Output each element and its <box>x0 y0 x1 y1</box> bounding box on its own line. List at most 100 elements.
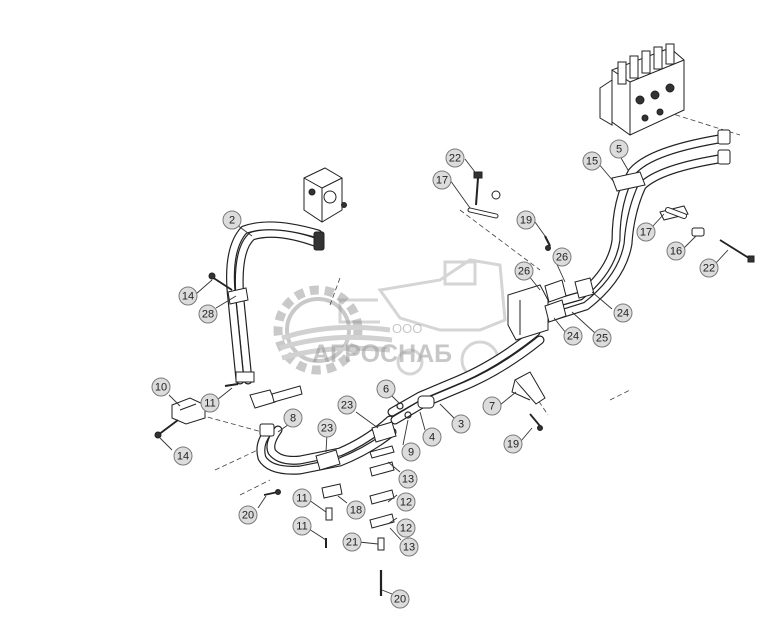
callout-label: 24 <box>617 308 629 320</box>
callout-label: 11 <box>296 521 307 533</box>
callout-22: 22 <box>699 258 719 278</box>
clamps-12-13-stack <box>321 445 395 529</box>
callout-circle <box>613 303 633 323</box>
callout-label: 18 <box>350 505 362 517</box>
assembly-dash-lines <box>199 109 741 496</box>
manifold-block-left <box>507 284 549 341</box>
callout-4: 4 <box>422 427 442 447</box>
callout-circle <box>399 537 419 557</box>
callout-label: 22 <box>703 263 715 275</box>
callout-label: 14 <box>182 291 194 303</box>
callout-circle <box>482 396 502 416</box>
callout-circle <box>317 418 337 438</box>
callout-11: 11 <box>292 488 312 508</box>
callout-circle <box>582 151 602 171</box>
callout-circle <box>396 518 416 538</box>
callout-circle <box>432 170 452 190</box>
callout-circle <box>514 261 534 281</box>
bolt-22-upper <box>473 171 483 206</box>
callout-label: 20 <box>242 510 254 522</box>
callout-6: 6 <box>376 379 396 399</box>
clamp-10 <box>171 397 206 425</box>
bolt-14-lower <box>154 419 179 439</box>
callout-16: 16 <box>666 241 686 261</box>
hose-5 <box>540 129 731 323</box>
pipe-8-assembly <box>256 415 397 475</box>
bolt-11-upper <box>224 383 239 387</box>
bolt-11-lower-b <box>377 537 385 551</box>
clamp-23-lower <box>315 449 341 471</box>
callout-circle <box>337 395 357 415</box>
callout-circle <box>346 500 366 520</box>
callout-label: 17 <box>436 175 448 187</box>
callout-circle <box>238 505 258 525</box>
clamp-11-block <box>249 385 303 409</box>
callout-circle <box>552 247 572 267</box>
callout-14: 14 <box>173 446 193 466</box>
callout-label: 5 <box>616 144 622 156</box>
callout-9: 9 <box>401 442 421 462</box>
callout-circle <box>292 488 312 508</box>
callout-3: 3 <box>451 414 471 434</box>
callout-13: 13 <box>399 537 419 557</box>
callout-label: 12 <box>400 497 412 509</box>
hose-3-4 <box>387 327 545 425</box>
bolt-11-lower-a <box>325 507 333 521</box>
callout-circle <box>342 532 362 552</box>
callout-label: 20 <box>394 594 406 606</box>
callout-2: 2 <box>222 210 242 230</box>
callout-label: 23 <box>341 400 353 412</box>
callout-12: 12 <box>396 492 416 512</box>
callout-label: 2 <box>229 215 235 227</box>
callout-24: 24 <box>613 303 633 323</box>
callout-circle <box>151 377 171 397</box>
callout-circle <box>666 241 686 261</box>
callout-circle <box>178 286 198 306</box>
callout-label: 3 <box>458 419 464 431</box>
callout-21: 21 <box>342 532 362 552</box>
callout-26: 26 <box>552 247 572 267</box>
oring-6 <box>396 402 404 410</box>
callout-11: 11 <box>292 516 312 536</box>
callout-label: 13 <box>402 474 414 486</box>
bolt-19-lower <box>529 413 543 431</box>
callout-label: 11 <box>204 398 215 410</box>
callout-label: 10 <box>155 382 167 394</box>
callout-label: 15 <box>586 156 598 168</box>
callout-circle <box>451 414 471 434</box>
callout-label: 16 <box>670 246 682 258</box>
callout-12: 12 <box>396 518 416 538</box>
callout-label: 7 <box>489 401 495 413</box>
callout-19: 19 <box>516 210 536 230</box>
callout-circle <box>198 304 218 324</box>
callout-28: 28 <box>198 304 218 324</box>
callout-label: 17 <box>640 227 652 239</box>
callout-8: 8 <box>283 408 303 428</box>
callout-label: 11 <box>296 493 307 505</box>
pin-17-right <box>665 207 687 219</box>
callout-circle <box>292 516 312 536</box>
callout-17: 17 <box>432 170 452 190</box>
pin-17-upper <box>467 190 501 219</box>
callout-10: 10 <box>151 377 171 397</box>
bolt-22-right <box>719 239 755 263</box>
callout-circle <box>445 148 465 168</box>
watermark-company-prefix: ООО <box>392 321 422 336</box>
callout-label: 25 <box>596 333 608 345</box>
callout-23: 23 <box>337 395 357 415</box>
callout-14: 14 <box>178 286 198 306</box>
oring-9 <box>404 411 412 419</box>
callout-25: 25 <box>592 328 612 348</box>
callout-7: 7 <box>482 396 502 416</box>
callout-23: 23 <box>317 418 337 438</box>
callout-circle <box>222 210 242 230</box>
callout-circle <box>422 427 442 447</box>
callout-20: 20 <box>390 589 410 609</box>
callout-20: 20 <box>238 505 258 525</box>
callout-11: 11 <box>200 393 220 413</box>
callout-circle <box>200 393 220 413</box>
callout-label: 24 <box>567 331 579 343</box>
bolt-14-upper <box>208 272 233 291</box>
callout-label: 12 <box>400 523 412 535</box>
